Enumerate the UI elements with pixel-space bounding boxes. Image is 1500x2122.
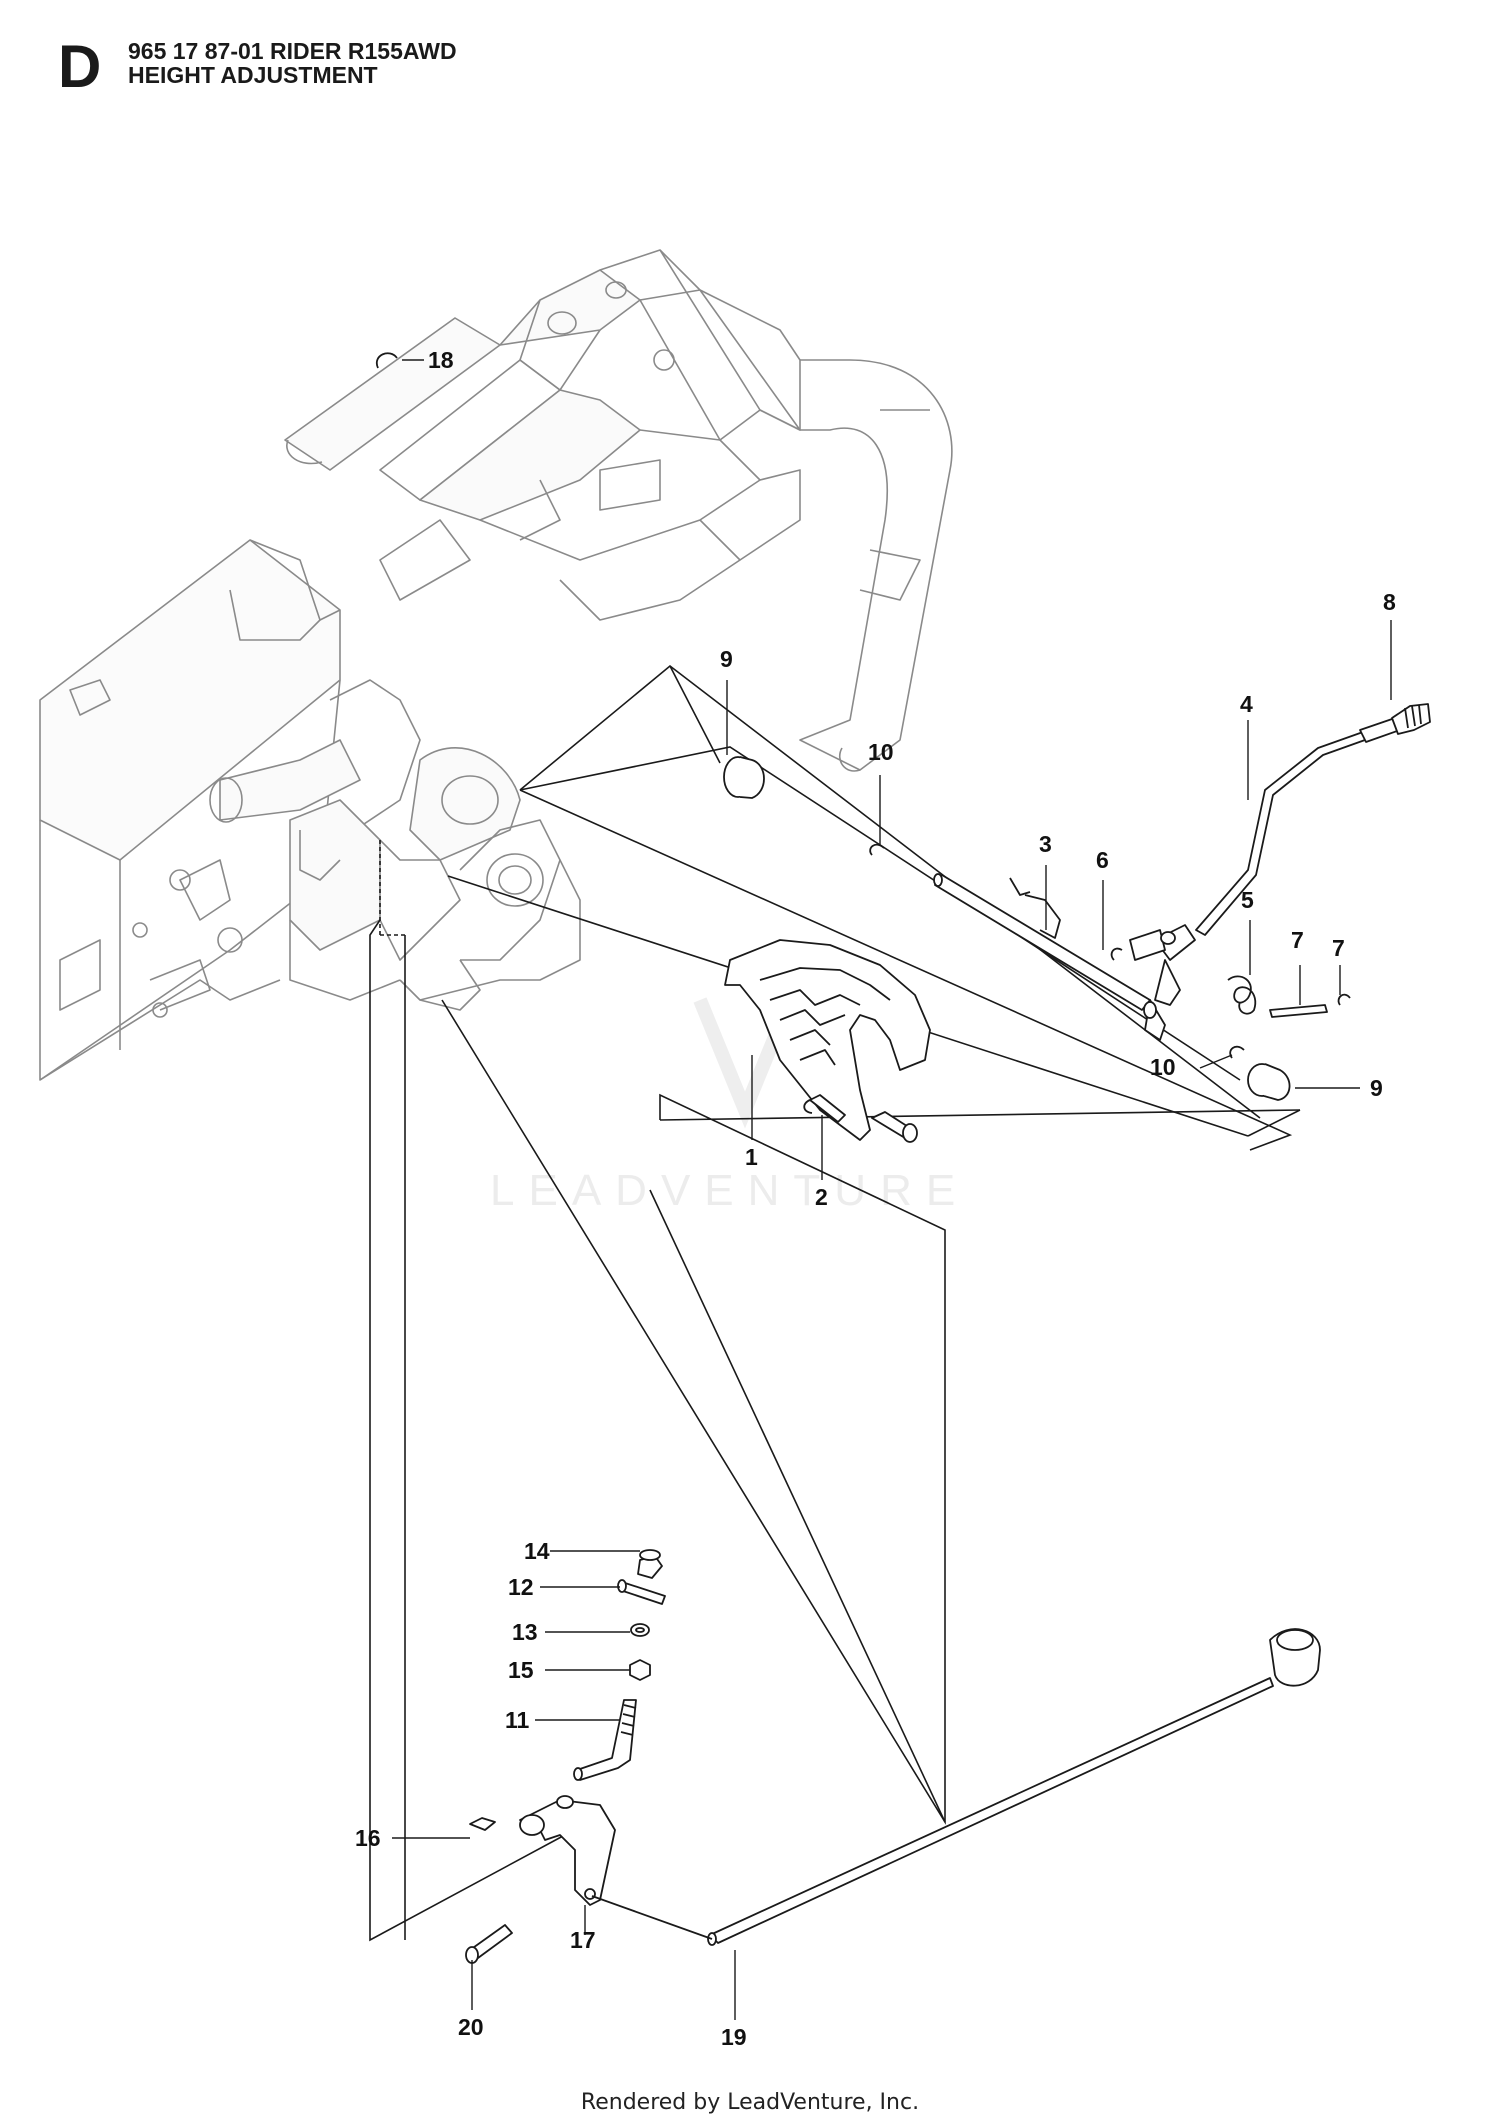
callout-10-lower: 10: [1150, 1054, 1176, 1080]
footer-credit: Rendered by LeadVenture, Inc.: [580, 2090, 920, 2115]
callout-18: 18: [428, 347, 454, 373]
callout-5: 5: [1241, 887, 1254, 913]
watermark-text: LEADVENTURE: [490, 1166, 969, 1215]
callout-15: 15: [508, 1657, 534, 1683]
callout-2: 2: [815, 1184, 828, 1210]
chassis-frame: [39, 249, 953, 1081]
callout-leaders: [392, 359, 1392, 2020]
callout-9-upper: 9: [720, 646, 733, 672]
callout-3: 3: [1039, 831, 1052, 857]
callout-8: 8: [1383, 589, 1396, 615]
callout-9-lower: 9: [1370, 1075, 1383, 1101]
callout-14: 14: [524, 1538, 550, 1564]
model-title: 965 17 87-01 RIDER R155AWD: [128, 38, 457, 64]
callout-20: 20: [458, 2014, 484, 2040]
callout-7-right: 7: [1332, 935, 1345, 961]
callout-1: 1: [745, 1144, 758, 1170]
callout-4: 4: [1240, 691, 1253, 717]
callout-13: 13: [512, 1619, 538, 1645]
callout-16: 16: [355, 1825, 381, 1851]
callout-10-upper: 10: [868, 739, 894, 765]
section-letter: D: [58, 33, 102, 100]
callout-labels: 18 9 10 3 4 6 8 5 7 7 10 9 1 2 14 12 13 …: [355, 347, 1396, 2050]
parts: [375, 352, 1431, 1964]
assembly-title: HEIGHT ADJUSTMENT: [128, 62, 378, 88]
callout-17: 17: [570, 1927, 596, 1953]
callout-6: 7: [1291, 927, 1304, 953]
callout-12: 12: [508, 1574, 534, 1600]
callout-7-left: 6: [1096, 847, 1109, 873]
callout-19: 19: [721, 2024, 747, 2050]
assembly-leader-lines: [369, 664, 1301, 1942]
callout-11: 11: [505, 1707, 530, 1733]
